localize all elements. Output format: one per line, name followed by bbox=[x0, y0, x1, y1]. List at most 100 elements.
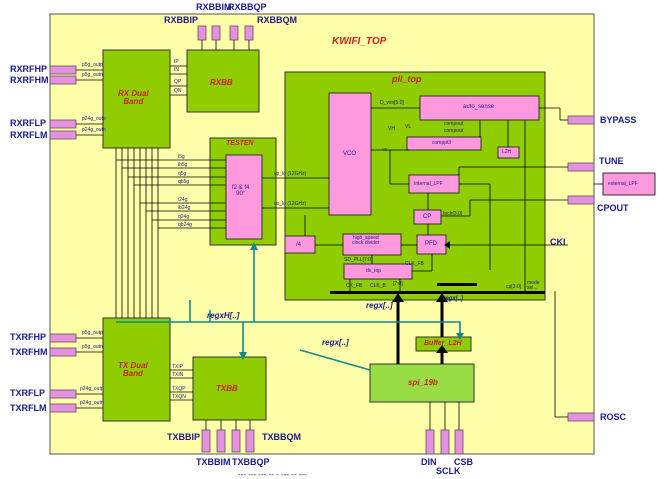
pin-txbbip: TXBBIP bbox=[167, 432, 201, 442]
sig-clk-b: CLK_B bbox=[370, 283, 386, 289]
pin-csb: CSB bbox=[454, 457, 474, 467]
tx-dual-band-label: TX Dual Band bbox=[118, 361, 148, 378]
sig-d-vco: D_vco[5:0] bbox=[380, 100, 404, 106]
label-regx-spi: regx[..] bbox=[322, 338, 349, 347]
sig-rx-p5g-outp: p5g_outp bbox=[82, 62, 103, 68]
sig-vh: VH bbox=[388, 126, 395, 132]
pin-txrfhm: TXRFHM bbox=[10, 347, 48, 357]
pin-txrfhp: TXRFHP bbox=[10, 332, 46, 342]
sig-rx-p24g-outp: p24g_outp bbox=[82, 116, 106, 122]
pin-rxrfhm: RXRFHM bbox=[10, 75, 49, 85]
sig-tx-p5g-outp: p5g_outp bbox=[82, 330, 103, 336]
pin-cki: CKI bbox=[550, 237, 566, 247]
sig-sd-pll: SD_PLL[7:0] bbox=[344, 257, 373, 263]
buffer-l2h-label: Buffer_L2H bbox=[424, 340, 462, 347]
div4-box bbox=[284, 235, 316, 254]
rxbb-box bbox=[186, 49, 260, 113]
sig-txip: TXIP bbox=[172, 364, 184, 370]
sig-clk-fb: CLK_FB bbox=[405, 261, 424, 267]
cp-box bbox=[413, 209, 442, 225]
divider-box bbox=[225, 154, 263, 240]
footer-text: --- --- --- -- - --- -- --- bbox=[238, 470, 307, 479]
sig-vn-lo: vn_lo (12GHz) bbox=[274, 201, 307, 207]
comppt3-label: comppt3 bbox=[432, 140, 452, 146]
sig-cp-ctrl: cp[3:0] bbox=[506, 284, 522, 290]
sig-compout1: compout bbox=[444, 121, 464, 127]
label-regx-right: regx[..] bbox=[443, 296, 464, 302]
txbb-box bbox=[192, 356, 267, 421]
sig-tx-p24g-outn: p24g_outn bbox=[80, 400, 104, 406]
sig-mode-sel: mode sel... bbox=[527, 280, 540, 291]
sig-q24g: q24g bbox=[178, 214, 190, 220]
sig-q5g: q5g bbox=[178, 171, 187, 177]
rxbb-label: RXBB bbox=[210, 78, 233, 87]
sig-i24g: i24g bbox=[178, 197, 188, 203]
ds-top-label: ds_top bbox=[366, 268, 382, 274]
txbb-label: TXBB bbox=[216, 384, 238, 393]
pin-rxrflp: RXRFLP bbox=[10, 118, 46, 128]
pin-txrflm: TXRFLM bbox=[10, 403, 47, 413]
kwifi-top-title: KWIFI_TOP bbox=[332, 36, 387, 47]
pin-rosc: ROSC bbox=[600, 412, 627, 422]
pin-bypass: BYPASS bbox=[600, 115, 637, 125]
pin-sclk: SCLK bbox=[436, 466, 461, 476]
auto-sense-label: auto_sense bbox=[463, 104, 495, 110]
pfd-label: PFD bbox=[425, 241, 437, 247]
cp-label: CP bbox=[423, 214, 432, 220]
sig-tx-p24g-outp: p24g_outp bbox=[80, 386, 104, 392]
comppt3-box bbox=[406, 136, 482, 151]
ds-top-box bbox=[343, 263, 413, 280]
sig-i5g: i5g bbox=[178, 154, 185, 160]
sig-vl: VL bbox=[405, 124, 412, 130]
vco-label: VCO bbox=[343, 151, 357, 157]
hs-divider-label: high_speed clock divider bbox=[352, 235, 380, 246]
sig-ib5g: ib5g bbox=[178, 162, 188, 168]
sig-ipch: Ipch[3:0] bbox=[443, 211, 463, 217]
pll-bottom-bus bbox=[330, 291, 545, 294]
div4-label: /4 bbox=[296, 242, 302, 248]
sig-tx-p5g-outn: p5g_outn bbox=[82, 344, 103, 350]
external-lpf-label: external_LPF bbox=[608, 181, 638, 187]
sig-txin: TXIN bbox=[172, 372, 184, 378]
pin-rxbbip: RXBBIP bbox=[164, 15, 199, 25]
testen-label: TESTEN bbox=[226, 140, 254, 147]
left-pin-boxes bbox=[49, 65, 77, 413]
spi-label: spi_19b bbox=[408, 378, 438, 387]
pin-txbbim: TXBBIM bbox=[196, 457, 231, 467]
cki-arrow bbox=[444, 241, 450, 249]
sig-rx-qn: QN bbox=[174, 88, 182, 94]
rxbb-pin-boxes bbox=[197, 25, 254, 41]
pin-txbbqp: TXBBQP bbox=[232, 457, 270, 467]
pin-rxrflm: RXRFLM bbox=[10, 130, 48, 140]
sig-rx-p24g-outn: p24g_outn bbox=[82, 127, 106, 133]
pin-din: DIN bbox=[421, 457, 437, 467]
sig-txqn: TXQN bbox=[172, 394, 186, 400]
sig-bits: [7:0] bbox=[393, 281, 403, 287]
sig-rx-p5g-outn: p5g_outn bbox=[82, 72, 103, 78]
sig-rx-qp: QP bbox=[174, 79, 182, 85]
arrow-heads bbox=[392, 293, 448, 353]
l2h-box bbox=[497, 146, 520, 159]
sig-vc: vc bbox=[382, 147, 387, 153]
tx-dual-band-box bbox=[102, 317, 171, 422]
sig-rx-in: IN bbox=[174, 67, 179, 73]
sig-ck-fb: CK_FB bbox=[346, 283, 363, 289]
pin-cpout: CPOUT bbox=[597, 203, 629, 213]
vco-box bbox=[328, 92, 372, 216]
sig-qb24g: qb24g bbox=[178, 222, 192, 228]
rx-dual-band-box bbox=[102, 49, 171, 149]
divider-label: f2 & f4 90° bbox=[232, 185, 250, 197]
sig-compout2: compout bbox=[444, 128, 464, 134]
internal-lpf-label: Internal_LPF bbox=[414, 181, 443, 187]
pin-tune: TUNE bbox=[599, 156, 624, 166]
auto-sense-box bbox=[419, 95, 540, 121]
regx-teal-bus bbox=[116, 245, 461, 371]
pin-rxbbqm: RXBBQM bbox=[257, 15, 297, 25]
sig-rx-ip: IP bbox=[174, 59, 179, 65]
bus-arrows bbox=[396, 300, 444, 364]
label-regxh: regxH[..] bbox=[207, 311, 240, 320]
rx-dual-band-label: RX Dual Band bbox=[118, 89, 149, 106]
sig-ib24g: ib24g bbox=[178, 205, 191, 211]
pll-bus-marker bbox=[437, 283, 477, 286]
